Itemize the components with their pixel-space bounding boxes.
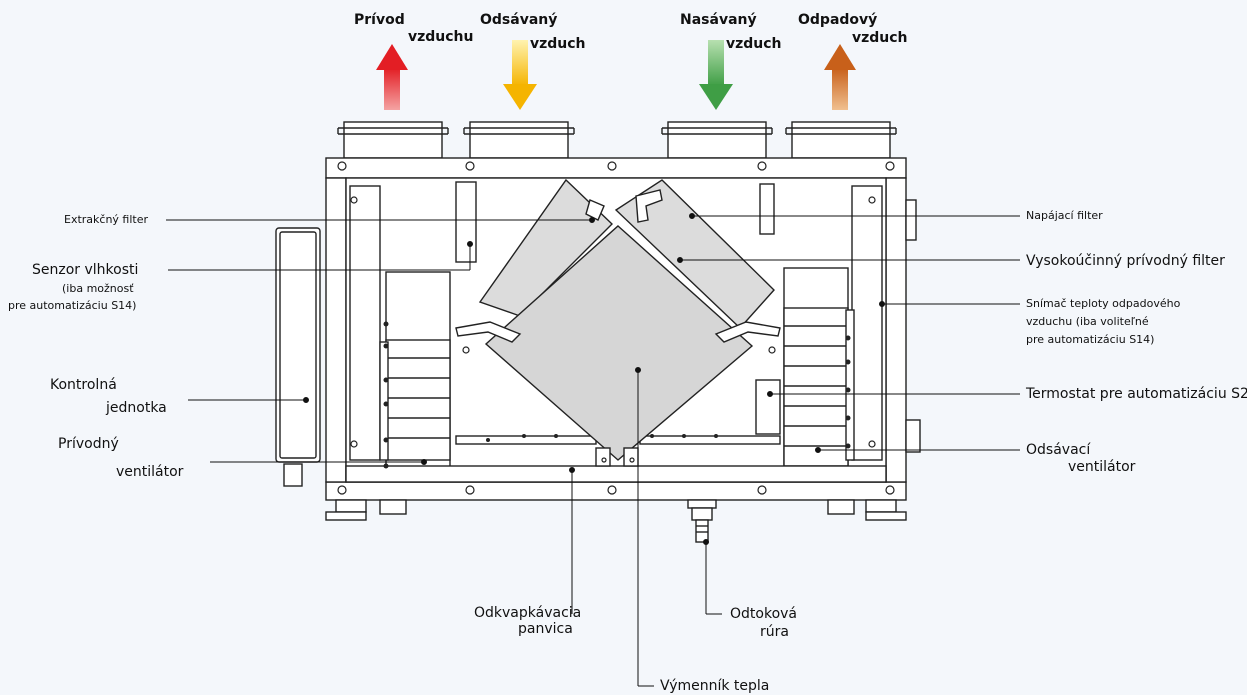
thermostat-label: Termostat pre automatizáciu S2 (1026, 386, 1247, 402)
extract-air-label-1: Odsávaný (480, 12, 558, 28)
supply-fan-label-1: Prívodný (58, 436, 119, 452)
exhaust-air-arrow (824, 44, 856, 110)
intake-air-label-2: vzduch (726, 36, 782, 52)
spigot (661, 121, 773, 159)
extract-filter-label: Extrakčný filter (64, 213, 149, 226)
control-unit-label-1: Kontrolná (50, 377, 117, 393)
humidity-sensor-note-1: (iba možnosť (62, 282, 134, 295)
supply-fan-label-2: ventilátor (116, 464, 184, 480)
exhaust-fan (755, 267, 855, 469)
drain-pipe-label-2: rúra (760, 624, 789, 640)
drip-tray-label-2: panvica (518, 621, 573, 637)
humidity-sensor-label: Senzor vlhkosti (32, 262, 139, 278)
supply-air-arrow (376, 44, 408, 110)
spigot (337, 121, 449, 159)
supply-air-label-1: Prívod (354, 12, 405, 28)
leader-lines (166, 213, 1020, 687)
heat-exchanger-shape (484, 225, 754, 461)
humidity-sensor-note-2: pre automatizáciu S14) (8, 299, 137, 312)
heat-exchanger-label: Výmenník tepla (660, 678, 770, 694)
exhaust-fan-label-2: ventilátor (1068, 459, 1136, 475)
exhaust-temp-label-3: pre automatizáciu S14) (1026, 333, 1155, 346)
exhaust-fan-label-1: Odsávací (1026, 442, 1091, 458)
supply-filter-label: Napájací filter (1026, 209, 1103, 222)
intake-air-label-1: Nasávaný (680, 12, 757, 28)
exhaust-temp-label-2: vzduchu (iba voliteľné (1026, 315, 1149, 328)
drain-pipe (687, 499, 717, 543)
drip-tray-label-1: Odkvapkávacia (474, 605, 582, 621)
extract-air-arrow (503, 40, 537, 110)
exhaust-air-label-1: Odpadový (798, 12, 878, 28)
exhaust-temp-label-1: Snímač teploty odpadového (1026, 297, 1181, 310)
hi-eff-filter-label: Vysokoúčinný prívodný filter (1026, 253, 1225, 269)
extract-air-label-2: vzduch (530, 36, 586, 52)
spigot (463, 121, 575, 159)
supply-air-label-2: vzduchu (408, 29, 474, 45)
supply-fan (379, 271, 451, 473)
spigot (785, 121, 897, 159)
control-unit-label-2: jednotka (106, 400, 167, 416)
intake-air-arrow (699, 40, 733, 110)
exhaust-air-label-2: vzduch (852, 30, 908, 46)
drain-pipe-label-1: Odtoková (730, 606, 797, 622)
